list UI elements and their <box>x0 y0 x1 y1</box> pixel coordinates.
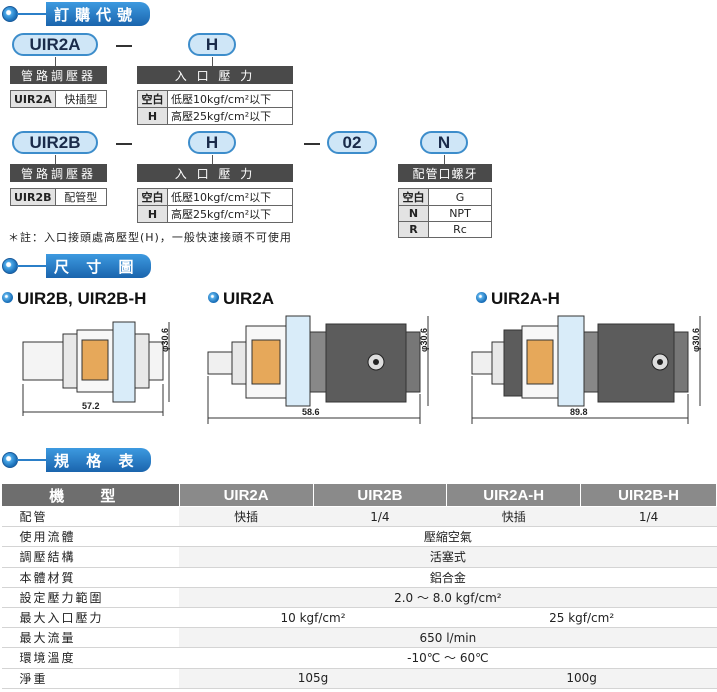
note-text: ＊註：入口接頭處高壓型(H)，一般快速接頭不可使用 <box>8 231 292 244</box>
model-code-pill: UIR2A <box>12 33 98 56</box>
uir2a-h-drawing: φ30.6 89.8 <box>471 315 701 424</box>
diameter-label: φ30.6 <box>419 328 429 352</box>
pressure-header: 入 口 壓 力 <box>137 66 293 84</box>
spec-head-col: UIR2B-H <box>580 483 717 507</box>
thread-code-pill: N <box>420 131 468 154</box>
model-header: 管路調壓器 <box>10 164 107 182</box>
order-code-banner: 訂購代號 <box>2 2 151 26</box>
section-title: 訂購代號 <box>46 2 151 26</box>
separator-dash <box>116 45 132 47</box>
diameter-label: φ30.6 <box>691 328 701 352</box>
table-row: 使用流體 壓縮空氣 <box>1 526 717 548</box>
spec-head-col: UIR2A-H <box>446 483 582 507</box>
table-row: 配管 快插 1/4 快插 1/4 <box>1 506 717 528</box>
bullet-icon <box>2 258 18 274</box>
spec-head-col: UIR2A <box>178 483 314 507</box>
pressure-code-pill: H <box>188 33 236 56</box>
uir2b-drawing: φ30.6 57.2 <box>22 321 170 416</box>
spec-head-col: UIR2B <box>312 483 448 507</box>
drawing-title-uir2a: UIR2A <box>208 289 274 309</box>
table-row: 調壓結構 活塞式 <box>1 546 717 568</box>
spec-head-model: 機 型 <box>1 483 180 507</box>
thread-header: 配管口螺牙 <box>398 164 492 182</box>
table-row: 本體材質 鋁合金 <box>1 567 717 588</box>
model-code-pill: UIR2B <box>12 131 98 154</box>
separator-dash <box>304 143 320 145</box>
pressure-header: 入 口 壓 力 <box>137 164 293 182</box>
dimensions-banner: 尺 寸 圖 <box>2 254 152 278</box>
bullet-icon <box>2 6 18 22</box>
length-label: 89.8 <box>570 407 588 417</box>
diameter-label: φ30.6 <box>160 328 170 352</box>
table-row: 環境溫度 -10℃ ～ 60℃ <box>1 647 717 669</box>
spec-table: 機 型 UIR2A UIR2B UIR2A-H UIR2B-H 配管 快插 1/… <box>1 483 717 689</box>
table-row: 設定壓力範圍 2.0 ～ 8.0 kgf/cm² <box>1 587 717 608</box>
length-label: 57.2 <box>82 401 100 411</box>
pressure-code-pill: H <box>188 131 236 154</box>
bullet-icon <box>2 452 18 468</box>
model-header: 管路調壓器 <box>10 66 107 84</box>
table-row: 最大入口壓力 10 kgf/cm² 25 kgf/cm² <box>1 607 717 629</box>
separator-dash <box>116 143 132 145</box>
table-row: 最大流量 650 l/min <box>1 627 717 649</box>
length-label: 58.6 <box>302 407 320 417</box>
size-code-pill: 02 <box>327 131 377 154</box>
section-title: 規 格 表 <box>46 448 152 472</box>
table-row: 淨重 105g 100g <box>1 668 717 689</box>
section-title: 尺 寸 圖 <box>46 254 152 278</box>
specs-banner: 規 格 表 <box>2 448 152 472</box>
drawing-title-uir2b: UIR2B, UIR2B-H <box>2 289 146 309</box>
uir2a-drawing: φ30.6 58.6 <box>207 315 429 424</box>
drawing-title-uir2a-h: UIR2A-H <box>476 289 560 309</box>
